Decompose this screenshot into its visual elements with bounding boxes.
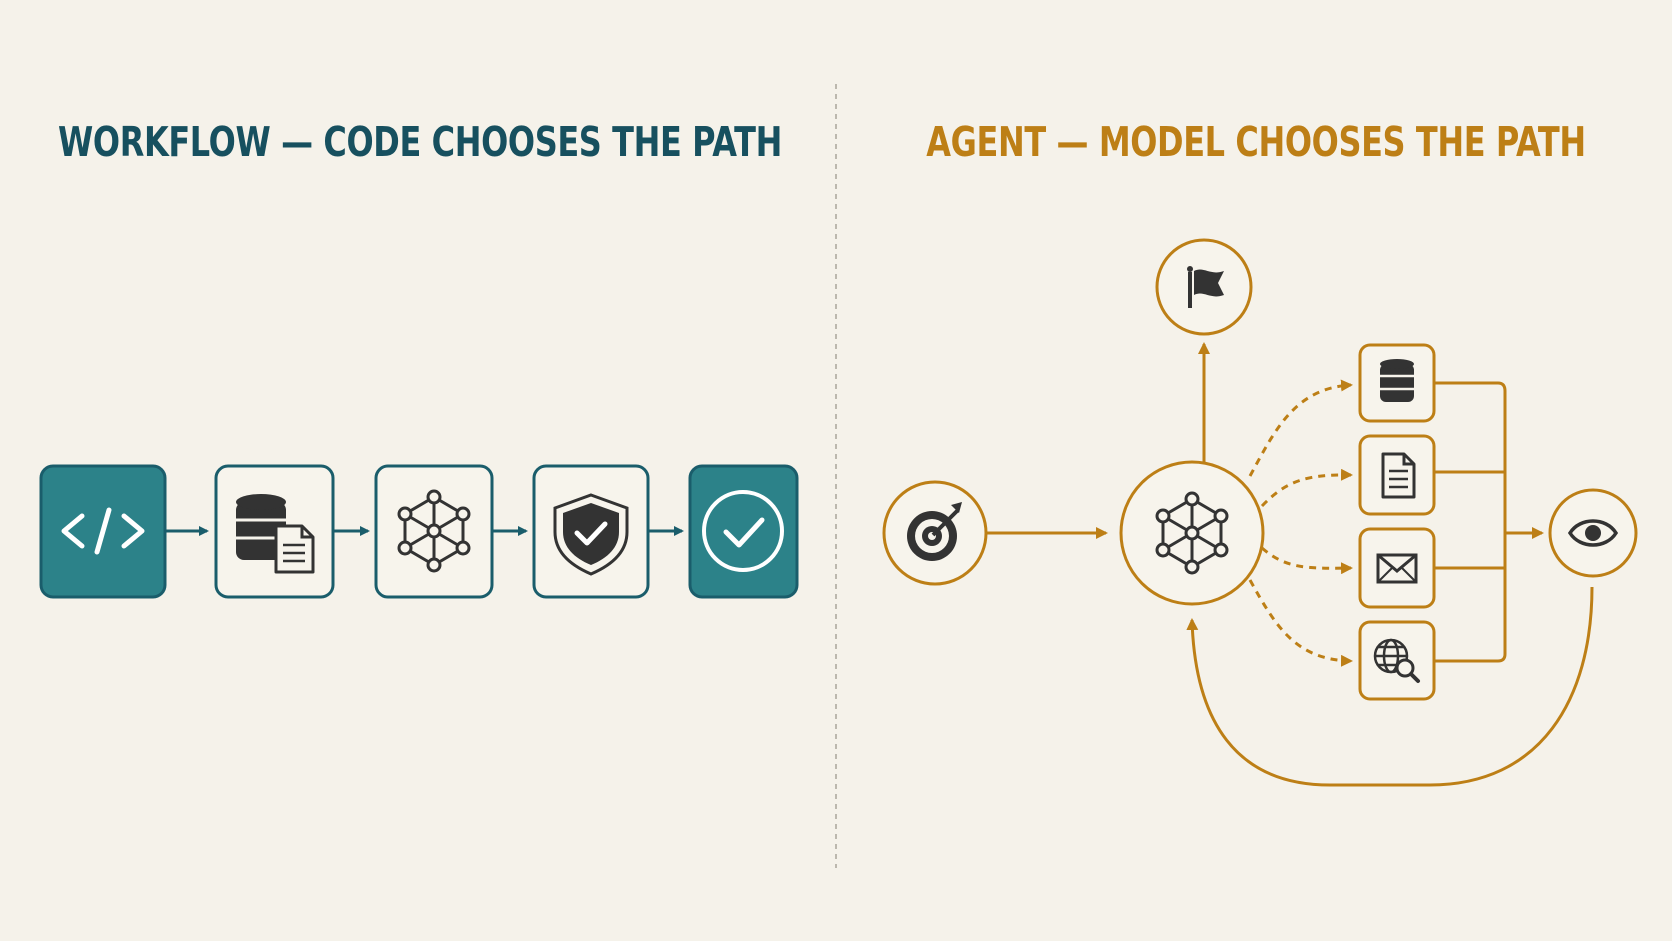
flag-icon <box>1187 266 1224 308</box>
eye-icon <box>1567 519 1619 547</box>
agent-title: AGENT — MODEL CHOOSES THE PATH <box>926 118 1586 166</box>
agent-bus-line <box>1434 381 1507 663</box>
agent-loop-arrow <box>1186 586 1594 787</box>
network-icon <box>397 489 471 573</box>
agent-model-node <box>1119 460 1265 606</box>
code-icon <box>61 507 145 555</box>
agent-goal-node <box>882 480 988 586</box>
checkmark-circle-icon <box>702 490 784 572</box>
workflow-step-guardrail <box>532 464 650 599</box>
email-icon <box>1376 553 1418 584</box>
web-search-icon <box>1373 638 1420 683</box>
agent-observe-node <box>1548 488 1638 578</box>
agent-tool-document <box>1358 434 1436 516</box>
agent-tool-web-search <box>1358 620 1436 701</box>
target-icon <box>907 502 962 561</box>
workflow-step-model <box>374 464 494 599</box>
document-icon <box>1381 452 1416 499</box>
database-icon <box>1380 359 1414 402</box>
workflow-step-data <box>214 464 335 599</box>
workflow-step-code <box>39 464 167 599</box>
workflow-step-done <box>688 464 799 599</box>
agent-tool-database <box>1358 343 1436 423</box>
agent-tool-email <box>1358 527 1436 609</box>
agent-finish-node <box>1155 238 1253 336</box>
agent-connectors <box>987 342 1594 787</box>
database-document-icon <box>236 494 315 574</box>
agent-dashed-arrow <box>1260 468 1353 508</box>
workflow-title: WORKFLOW — CODE CHOOSES THE PATH <box>58 118 782 166</box>
agent-dashed-arrow <box>1248 579 1353 667</box>
agent-dashed-arrow <box>1248 379 1353 477</box>
network-icon <box>1155 491 1229 575</box>
shield-check-icon <box>553 493 629 576</box>
agent-dashed-arrow <box>1261 546 1353 575</box>
